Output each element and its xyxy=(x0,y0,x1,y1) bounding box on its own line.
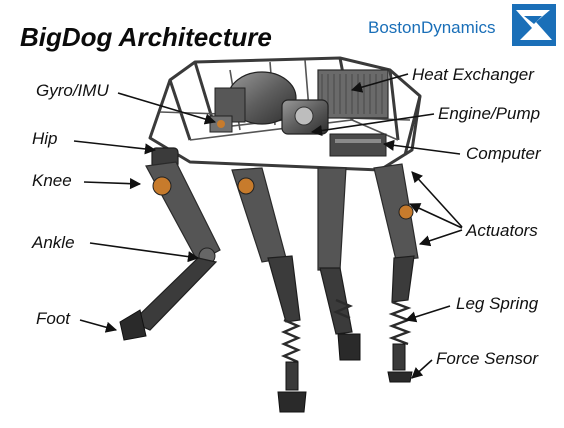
actuators-arrow-1 xyxy=(411,171,463,228)
heat-exchanger-part xyxy=(317,69,389,119)
component-labels: Gyro/IMU Hip Knee Ankle Foot Heat Exchan… xyxy=(31,65,542,368)
front-right-leg xyxy=(231,167,307,413)
gyro-imu-arrow xyxy=(117,92,217,125)
brand-name-part1: Boston xyxy=(368,18,421,37)
label-foot: Foot xyxy=(36,309,71,328)
computer-part xyxy=(329,133,387,157)
foot-arrow xyxy=(79,319,118,333)
robot-illustration xyxy=(119,56,422,413)
leg-spring-arrow xyxy=(404,305,451,323)
brand-wordmark: BostonDynamics xyxy=(368,18,496,37)
label-leg-spring: Leg Spring xyxy=(456,294,539,313)
callout-lines xyxy=(73,73,463,379)
label-hip: Hip xyxy=(32,129,58,148)
computer-arrow xyxy=(382,139,461,155)
brand-name-part2: Dynamics xyxy=(421,18,496,37)
label-engine-pump: Engine/Pump xyxy=(438,104,540,123)
label-computer: Computer xyxy=(466,144,542,163)
label-gyro-imu: Gyro/IMU xyxy=(36,81,109,100)
actuators-arrow-2 xyxy=(408,203,463,229)
gyro-imu-part xyxy=(209,115,233,133)
force-sensor-arrow xyxy=(411,359,433,379)
ankle-arrow xyxy=(89,242,200,263)
page-title: BigDog Architecture xyxy=(20,22,272,52)
label-heat-exchanger: Heat Exchanger xyxy=(412,65,535,84)
engine-pump-arrow xyxy=(310,113,435,137)
hip-arrow xyxy=(73,140,157,155)
actuators-arrow-3 xyxy=(418,229,463,247)
label-force-sensor: Force Sensor xyxy=(436,349,539,368)
front-left-leg xyxy=(119,147,221,341)
heat-exchanger-arrow xyxy=(350,73,409,93)
rear-left-leg xyxy=(317,167,361,361)
brand-logo: BostonDynamics xyxy=(368,4,556,46)
rear-right-leg xyxy=(373,163,419,383)
label-ankle: Ankle xyxy=(31,233,75,252)
knee-arrow xyxy=(83,178,142,190)
boston-dynamics-logo-icon xyxy=(512,4,556,46)
label-knee: Knee xyxy=(32,171,72,190)
label-actuators: Actuators xyxy=(465,221,538,240)
